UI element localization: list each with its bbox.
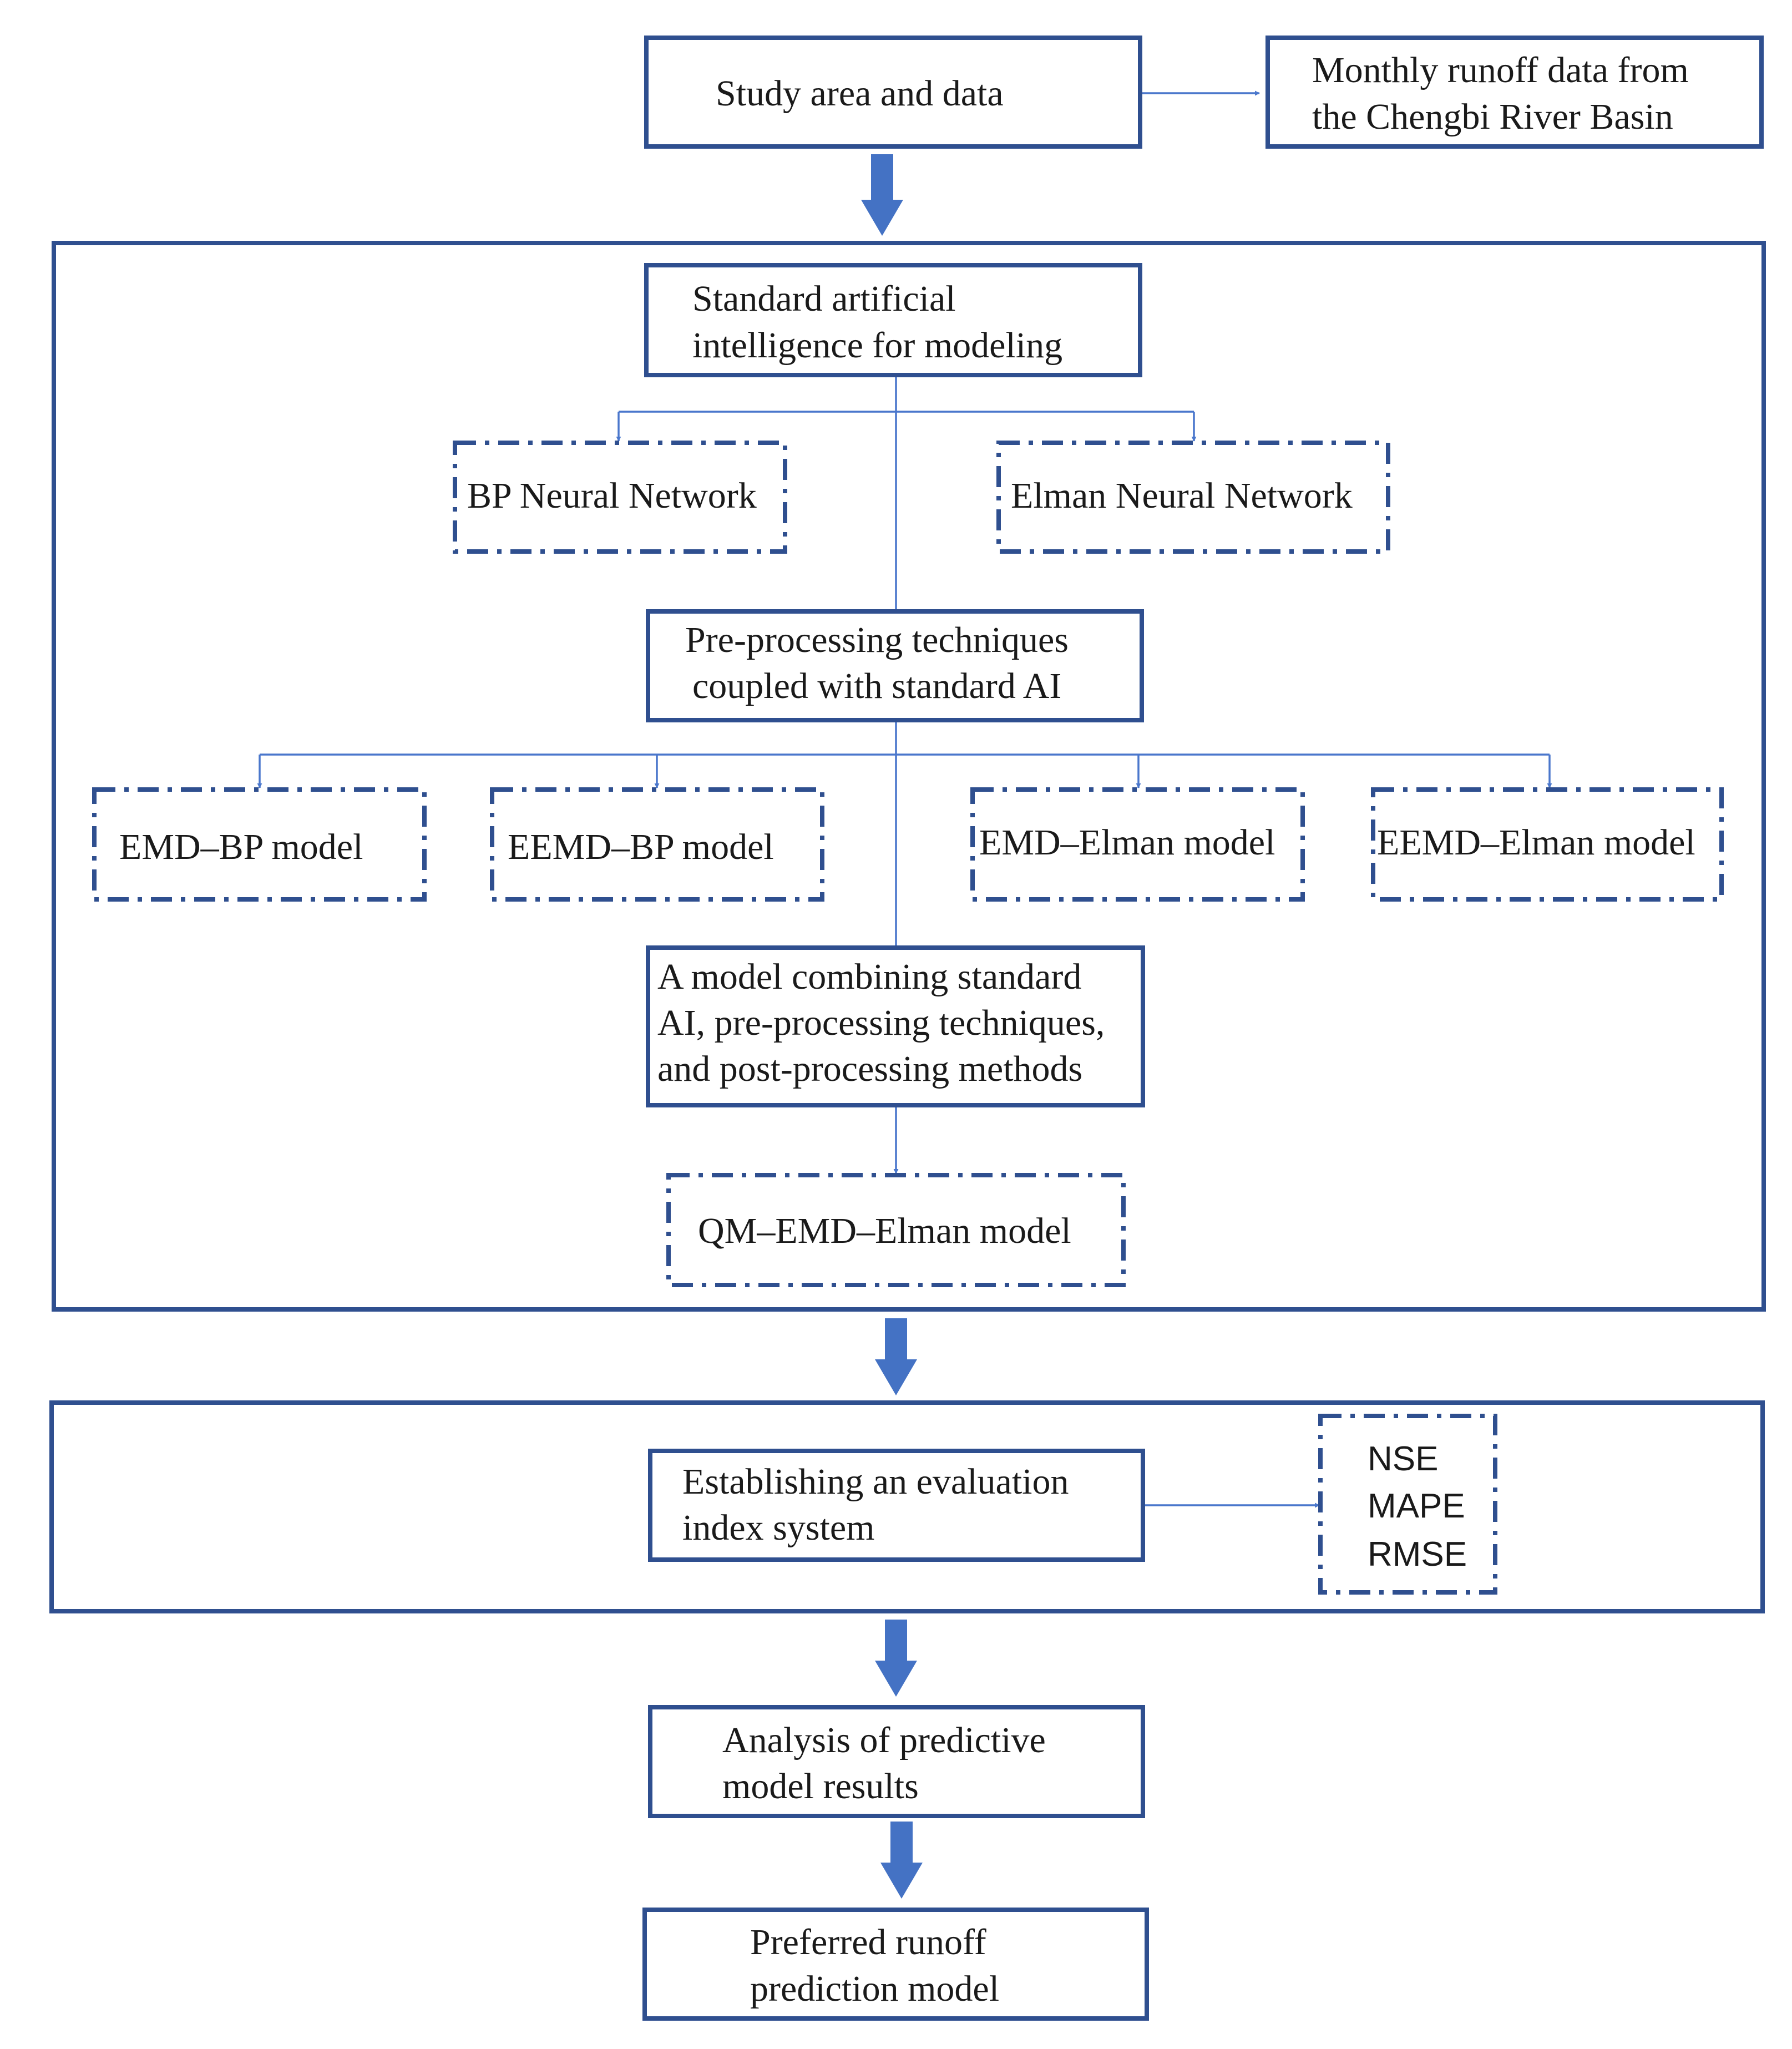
- big-arrow-1: [861, 154, 903, 236]
- eemd-bp-node: EEMD–BP model: [490, 787, 824, 902]
- analysis-node: Analysis of predictive model results: [648, 1705, 1145, 1818]
- index-rmse: RMSE: [1368, 1535, 1467, 1574]
- standard-ai-node: Standard artificial intelligence for mod…: [644, 263, 1142, 377]
- monthly-data-line-2: the Chengbi River Basin: [1312, 97, 1673, 137]
- analysis-line-1: Analysis of predictive: [722, 1720, 1046, 1760]
- connectors: [257, 90, 1552, 1508]
- combined-model-line-3: and post-processing methods: [657, 1049, 1082, 1089]
- bp-network-label: BP Neural Network: [467, 475, 757, 516]
- evaluation-group-frame: [49, 1400, 1765, 1613]
- standard-ai-line-2: intelligence for modeling: [692, 325, 1062, 366]
- modeling-group-frame: [52, 241, 1766, 1312]
- eemd-elman-node: EEMD–Elman model: [1371, 787, 1724, 902]
- combined-model-line-2: AI, pre-processing techniques,: [657, 1003, 1105, 1043]
- monthly-data-node: Monthly runoff data from the Chengbi Riv…: [1265, 36, 1764, 149]
- emd-bp-node: EMD–BP model: [92, 787, 427, 902]
- big-arrow-3: [875, 1620, 917, 1697]
- preprocessing-line-1: Pre-processing techniques: [685, 620, 1069, 660]
- elman-network-node: Elman Neural Network: [996, 441, 1390, 554]
- indices-node: NSE MAPE RMSE: [1318, 1414, 1497, 1595]
- evaluation-line-1: Establishing an evaluation: [682, 1461, 1069, 1502]
- big-arrow-2: [875, 1318, 917, 1395]
- elman-network-label: Elman Neural Network: [1011, 475, 1353, 516]
- big-arrow-4: [880, 1822, 923, 1899]
- preferred-model-node: Preferred runoff prediction model: [642, 1908, 1149, 2021]
- eemd-bp-label: EEMD–BP model: [508, 827, 774, 867]
- preprocessing-node: Pre-processing techniques coupled with s…: [646, 609, 1144, 722]
- eemd-elman-label: EEMD–Elman model: [1377, 822, 1695, 863]
- emd-elman-label: EMD–Elman model: [979, 822, 1275, 863]
- evaluation-line-2: index system: [682, 1507, 874, 1548]
- preferred-line-1: Preferred runoff: [750, 1922, 986, 1962]
- big-arrows: [861, 154, 923, 1899]
- qm-model-node: QM–EMD–Elman model: [666, 1173, 1126, 1287]
- emd-bp-label: EMD–BP model: [119, 827, 363, 867]
- standard-ai-line-1: Standard artificial: [692, 279, 956, 319]
- combined-model-line-1: A model combining standard: [657, 957, 1081, 997]
- preprocessing-line-2: coupled with standard AI: [692, 666, 1061, 706]
- evaluation-node: Establishing an evaluation index system: [648, 1449, 1145, 1562]
- monthly-data-line-1: Monthly runoff data from: [1312, 50, 1689, 90]
- analysis-line-2: model results: [722, 1766, 919, 1807]
- study-area-node: Study area and data: [644, 36, 1142, 149]
- emd-elman-node: EMD–Elman model: [970, 787, 1305, 902]
- preferred-line-2: prediction model: [750, 1969, 999, 2009]
- bp-network-node: BP Neural Network: [453, 441, 787, 554]
- study-area-label: Study area and data: [716, 73, 1004, 114]
- index-mape: MAPE: [1368, 1487, 1465, 1525]
- combined-model-node: A model combining standard AI, pre-proce…: [646, 945, 1145, 1107]
- index-nse: NSE: [1368, 1440, 1438, 1478]
- qm-model-label: QM–EMD–Elman model: [698, 1211, 1071, 1251]
